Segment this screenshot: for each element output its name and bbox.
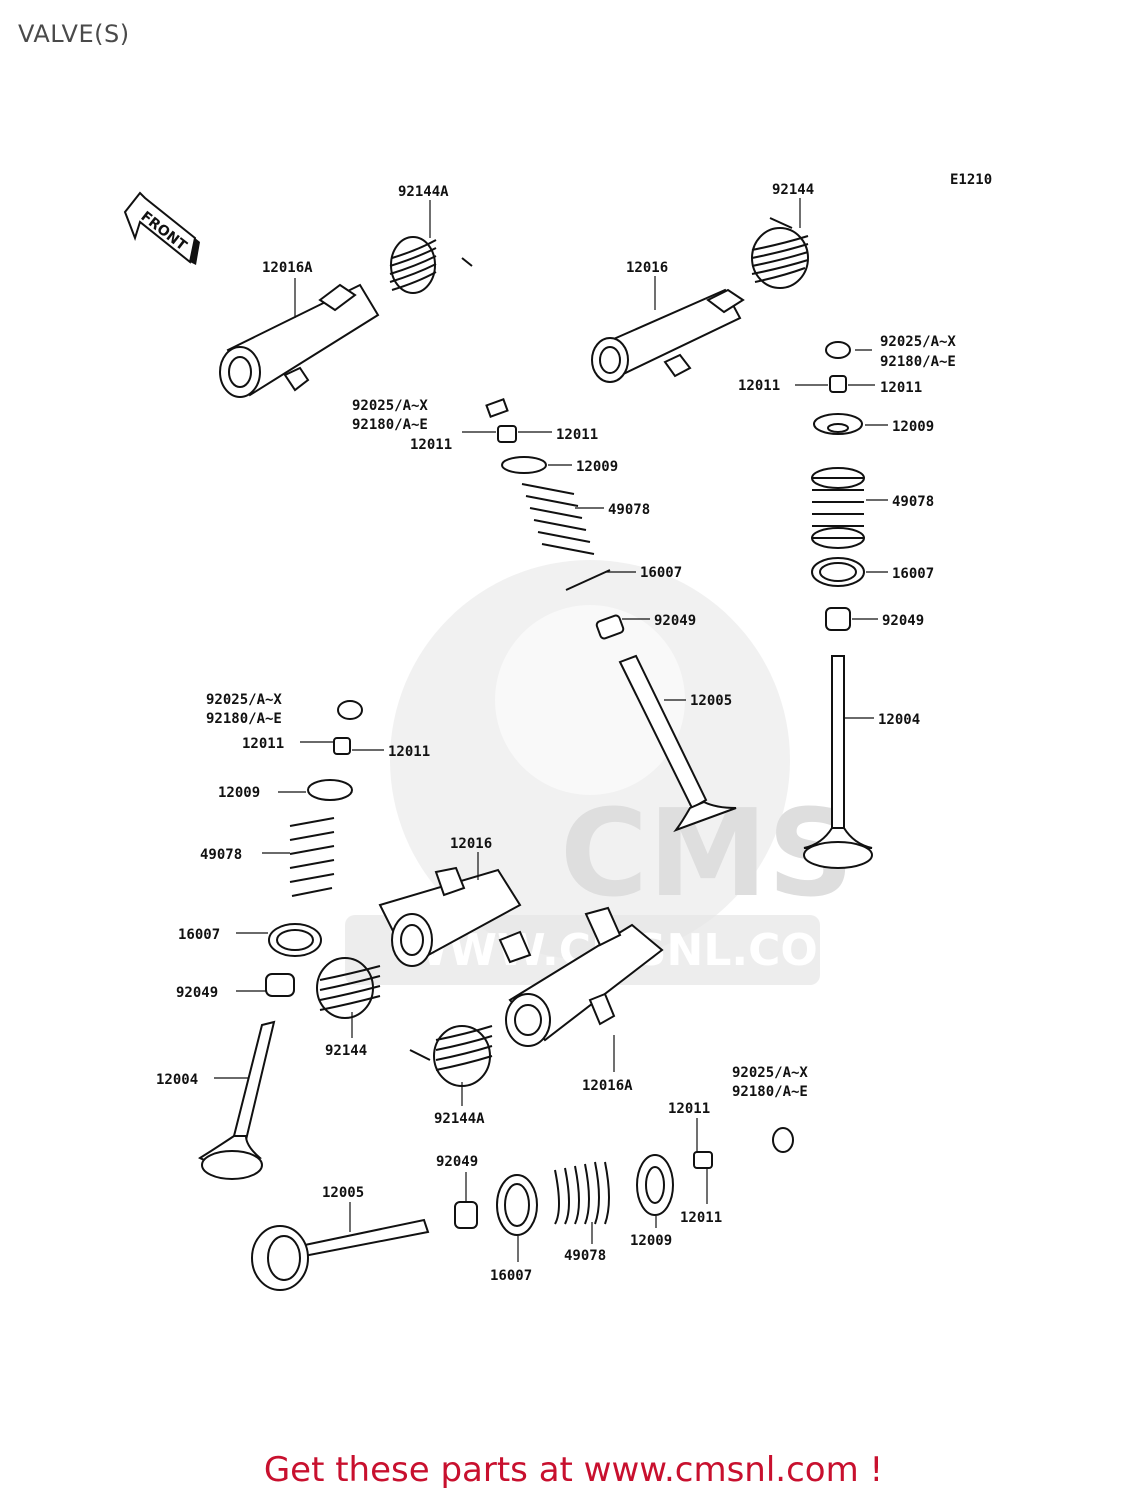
- part-label: 92049: [882, 613, 924, 629]
- part-label: 16007: [490, 1268, 532, 1284]
- front-arrow-icon: FRONT: [123, 191, 200, 265]
- part-label: 92144A: [398, 184, 449, 200]
- part-label: 12004: [156, 1072, 198, 1088]
- part-label: 16007: [640, 565, 682, 581]
- part-labels: 92144A 92144 12016A 12016 92025/A~X 9218…: [156, 182, 956, 1284]
- spring-92144A-top: [389, 236, 473, 294]
- exploded-parts-diagram: CMS WWW.CMSNL.COM E1210 FRONT: [123, 172, 992, 1291]
- cta-link[interactable]: Get these parts at www.cmsnl.com !: [263, 1450, 884, 1490]
- part-label: 92025/A~X: [206, 692, 282, 708]
- rocker-arm-12016A-center: [505, 906, 664, 1047]
- part-label: 12005: [690, 693, 732, 709]
- part-label: 12011: [680, 1210, 722, 1226]
- part-label: 92025/A~X: [880, 334, 956, 350]
- part-label: 12011: [556, 427, 598, 443]
- part-label: 12016: [450, 836, 492, 852]
- part-label: 49078: [892, 494, 934, 510]
- part-label: 12009: [892, 419, 934, 435]
- right-valve-stack: [803, 341, 873, 869]
- rocker-arm-12016-center: [378, 866, 532, 967]
- part-label: 49078: [200, 847, 242, 863]
- part-label: 92049: [176, 985, 218, 1001]
- part-label: 12016: [626, 260, 668, 276]
- part-label: 12011: [410, 437, 452, 453]
- part-label: 49078: [564, 1248, 606, 1264]
- part-label: 49078: [608, 502, 650, 518]
- part-label: 12009: [576, 459, 618, 475]
- spring-92144-center: [316, 957, 381, 1019]
- part-label: 92025/A~X: [352, 398, 428, 414]
- middle-valve-stack: [485, 398, 737, 833]
- part-label: 12009: [218, 785, 260, 801]
- part-label: 12011: [242, 736, 284, 752]
- part-label: 12011: [738, 378, 780, 394]
- part-label: 92049: [654, 613, 696, 629]
- part-label: 12011: [880, 380, 922, 396]
- bottom-valve-stack: [251, 1127, 794, 1291]
- part-label: 92025/A~X: [732, 1065, 808, 1081]
- part-label: 12016A: [262, 260, 313, 276]
- part-label: 92144: [325, 1043, 367, 1059]
- part-label: 16007: [178, 927, 220, 943]
- part-label: 12011: [668, 1101, 710, 1117]
- part-label: 16007: [892, 566, 934, 582]
- part-label: 92180/A~E: [352, 417, 428, 433]
- part-label: 12009: [630, 1233, 672, 1249]
- part-label: 12004: [878, 712, 920, 728]
- rocker-arm-12016A-top: [219, 283, 380, 398]
- rocker-arm-12016-top: [591, 288, 745, 383]
- spring-92144A-center: [409, 1025, 493, 1087]
- part-label: 92180/A~E: [206, 711, 282, 727]
- part-label: 12005: [322, 1185, 364, 1201]
- part-label: 92144: [772, 182, 814, 198]
- diagram-code: E1210: [950, 172, 992, 188]
- part-label: 12016A: [582, 1078, 633, 1094]
- part-label: 92144A: [434, 1111, 485, 1127]
- part-label: 92180/A~E: [880, 354, 956, 370]
- left-valve-stack: [198, 700, 363, 1180]
- leader-lines: [214, 198, 888, 1262]
- part-label: 12011: [388, 744, 430, 760]
- part-label: 92049: [436, 1154, 478, 1170]
- part-label: 92180/A~E: [732, 1084, 808, 1100]
- spring-92144-top: [751, 217, 809, 289]
- page-title: VALVE(S): [18, 20, 130, 48]
